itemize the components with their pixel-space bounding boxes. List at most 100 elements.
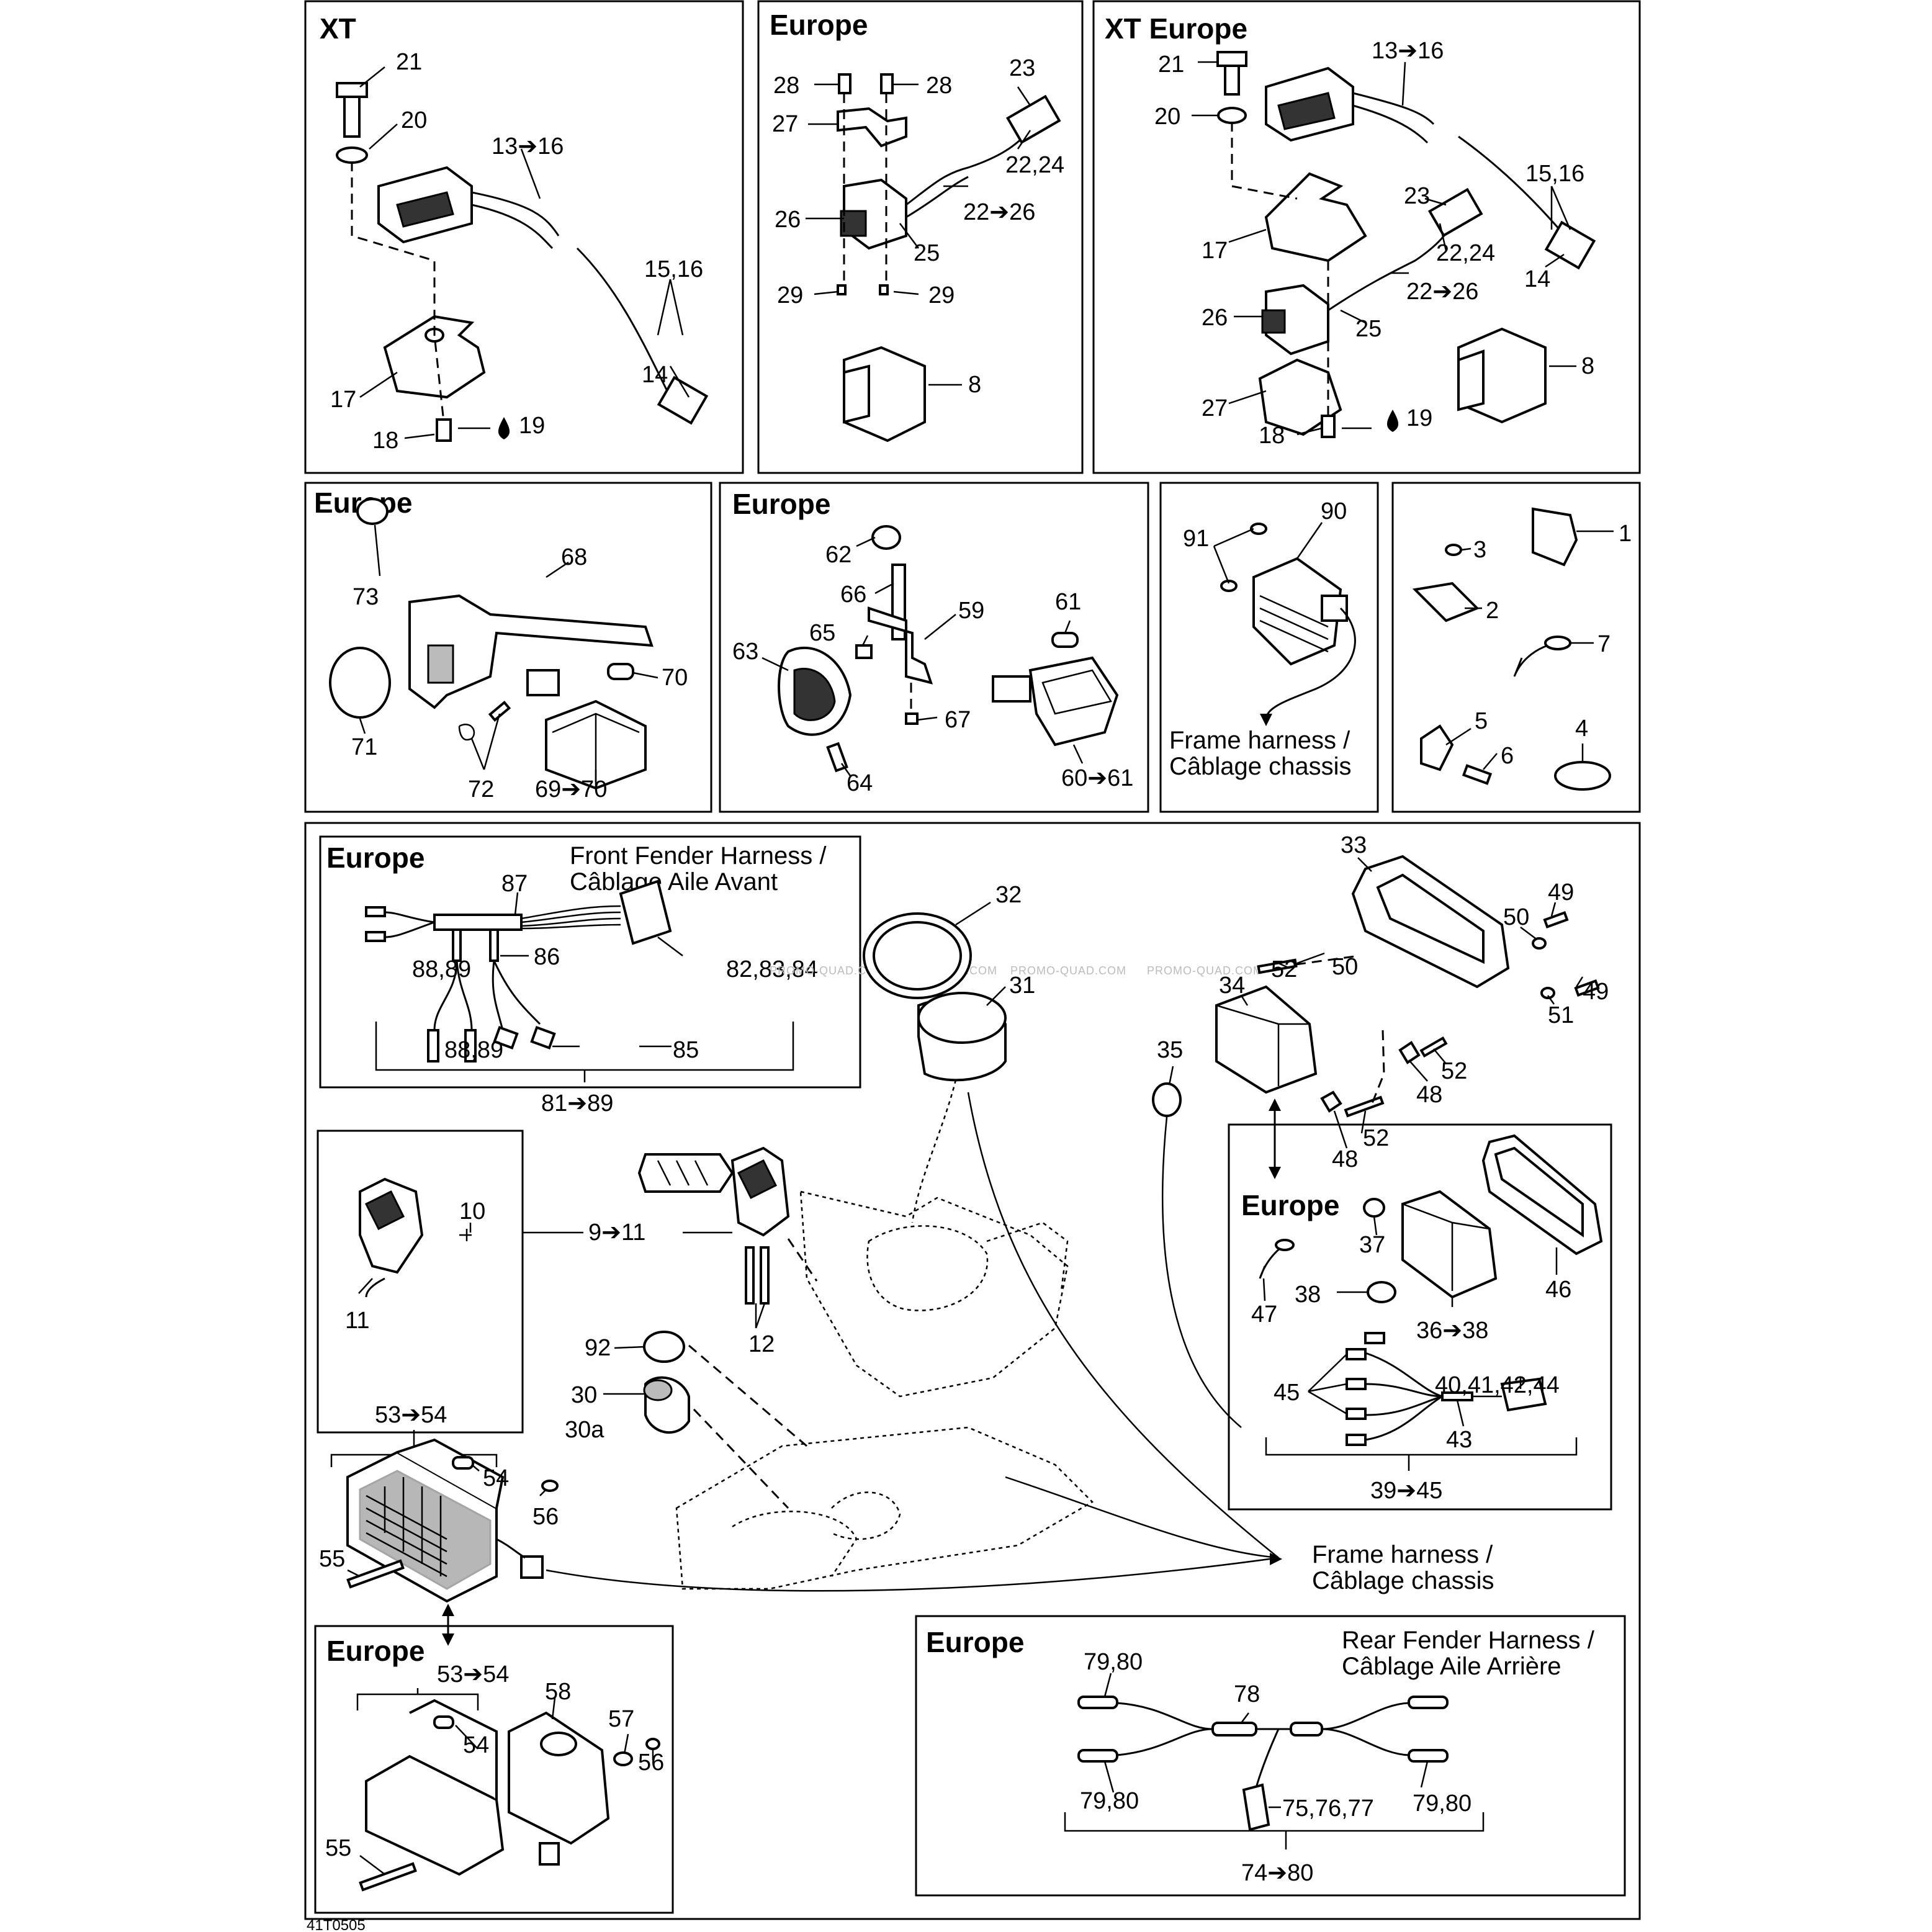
connector-75 (1242, 1783, 1270, 1831)
label-81-89: 81➔89 (541, 1090, 613, 1117)
label-72: 72 (468, 776, 494, 802)
plate-58 (508, 1711, 610, 1845)
panel-europe-taillight (314, 1625, 674, 1914)
panel-europe-signal (719, 482, 1149, 813)
label-32: 32 (995, 882, 1022, 908)
screw-12a (745, 1246, 755, 1305)
label-37: 37 (1359, 1232, 1385, 1258)
label-50b: 50 (1332, 954, 1358, 980)
label-71: 71 (351, 734, 377, 760)
label-88-89b: 88,89 (444, 1037, 503, 1063)
taillight-eu (365, 1755, 505, 1876)
note-front-fender: Front Fender Harness / (570, 842, 827, 869)
label-21: 21 (396, 49, 422, 75)
panel-europe-headlight (1228, 1123, 1612, 1511)
bulb-38 (1367, 1281, 1396, 1303)
screw-55b (359, 1862, 417, 1892)
drawing-code: 41T0505 (307, 1917, 366, 1932)
label-73: 73 (353, 584, 379, 610)
label-19b: 19 (1406, 405, 1432, 431)
label-68: 68 (561, 544, 587, 570)
harness-78 (1211, 1722, 1257, 1737)
tail-connector (520, 1555, 544, 1579)
panel-xt-europe (1092, 0, 1641, 474)
label-30a: 30a (565, 1417, 604, 1443)
europe-rear-light-group (329, 498, 658, 790)
label-13-16b: 13➔16 (1372, 38, 1444, 64)
label-79-80a: 79,80 (1084, 1649, 1143, 1675)
label-34: 34 (1219, 973, 1245, 999)
label-36-38: 36➔38 (1416, 1318, 1488, 1344)
label-39-45: 39➔45 (1370, 1478, 1442, 1504)
label-19: 19 (519, 413, 545, 439)
panel-europe-rear-light (304, 482, 712, 813)
label-30: 30 (571, 1382, 597, 1408)
label-49a: 49 (1548, 879, 1574, 905)
label-29a: 29 (777, 282, 803, 308)
grip (637, 1153, 734, 1193)
label-51: 51 (1548, 1002, 1574, 1028)
label-88-89a: 88,89 (412, 956, 471, 982)
title-europe-headlight: Europe (1241, 1189, 1339, 1221)
panel-rear-fender-harness (915, 1615, 1626, 1897)
xte-bracket (1264, 172, 1367, 263)
drop-icon (1386, 410, 1399, 432)
label-63: 63 (732, 639, 758, 665)
screw-6 (1462, 764, 1493, 785)
bulb-54b (433, 1715, 454, 1729)
tie-47 (1275, 1239, 1295, 1251)
label-22-24a: 22,24 (1005, 152, 1064, 178)
label-22-24b: 22,24 (1436, 240, 1495, 266)
label-20: 20 (401, 107, 427, 133)
label-65: 65 (809, 620, 835, 646)
label-46: 46 (1545, 1277, 1571, 1303)
label-74-80: 74➔80 (1241, 1860, 1313, 1886)
grommet-62 (871, 525, 901, 550)
europe-headlight-group (1259, 1134, 1603, 1471)
panel-main (304, 822, 1641, 1920)
label-12: 12 (748, 1331, 775, 1357)
label-8a: 8 (968, 372, 981, 398)
label-82-84: 82,83,84 (726, 956, 818, 982)
label-9-11: 9➔11 (588, 1220, 645, 1246)
xte-relay-connector (1427, 187, 1483, 238)
label-27b: 27 (1202, 395, 1228, 421)
watermark-4: PROMO-QUAD.COM (1147, 964, 1263, 977)
label-48b: 48 (1332, 1146, 1358, 1172)
title-europe-front-harness: Europe (326, 842, 425, 874)
label-35: 35 (1157, 1037, 1183, 1063)
label-23b: 23 (1404, 183, 1430, 209)
label-49b: 49 (1583, 979, 1609, 1005)
tie-7 (1544, 636, 1571, 650)
label-79-80b: 79,80 (1080, 1788, 1139, 1814)
xt-connector (657, 375, 709, 425)
note-front-fender-fr: Câblage Aile Avant (570, 868, 778, 896)
arrow-updown-icon (442, 1604, 454, 1646)
label-40-44: 40,41,42,44 (1435, 1372, 1560, 1398)
label-25b: 25 (1355, 316, 1382, 342)
connector-40 (1500, 1377, 1547, 1412)
label-22-26b: 22➔26 (1406, 279, 1478, 305)
title-europe-taillight: Europe (326, 1635, 425, 1667)
front-fender-harness-group (365, 879, 794, 1082)
label-70: 70 (662, 665, 688, 691)
label-15-16b: 15,16 (1525, 161, 1584, 187)
label-90: 90 (1321, 498, 1347, 524)
label-28a: 28 (773, 73, 799, 99)
label-6: 6 (1501, 743, 1514, 769)
xt-module-group (336, 66, 709, 442)
label-22-26a: 22➔26 (963, 199, 1035, 225)
label-43: 43 (1446, 1427, 1472, 1453)
taillight-group (330, 1430, 559, 1646)
panel-front-fender-harness (319, 835, 861, 1089)
label-54b: 54 (463, 1732, 489, 1758)
socket-37 (1363, 1198, 1385, 1218)
xt-module-window (396, 191, 454, 228)
relay-connector (1005, 94, 1061, 145)
europe-relay-group (806, 73, 1061, 443)
label-50a: 50 (1503, 904, 1529, 930)
label-59: 59 (958, 598, 984, 624)
xt-washer (336, 146, 368, 164)
panel-europe-relay (757, 0, 1084, 474)
